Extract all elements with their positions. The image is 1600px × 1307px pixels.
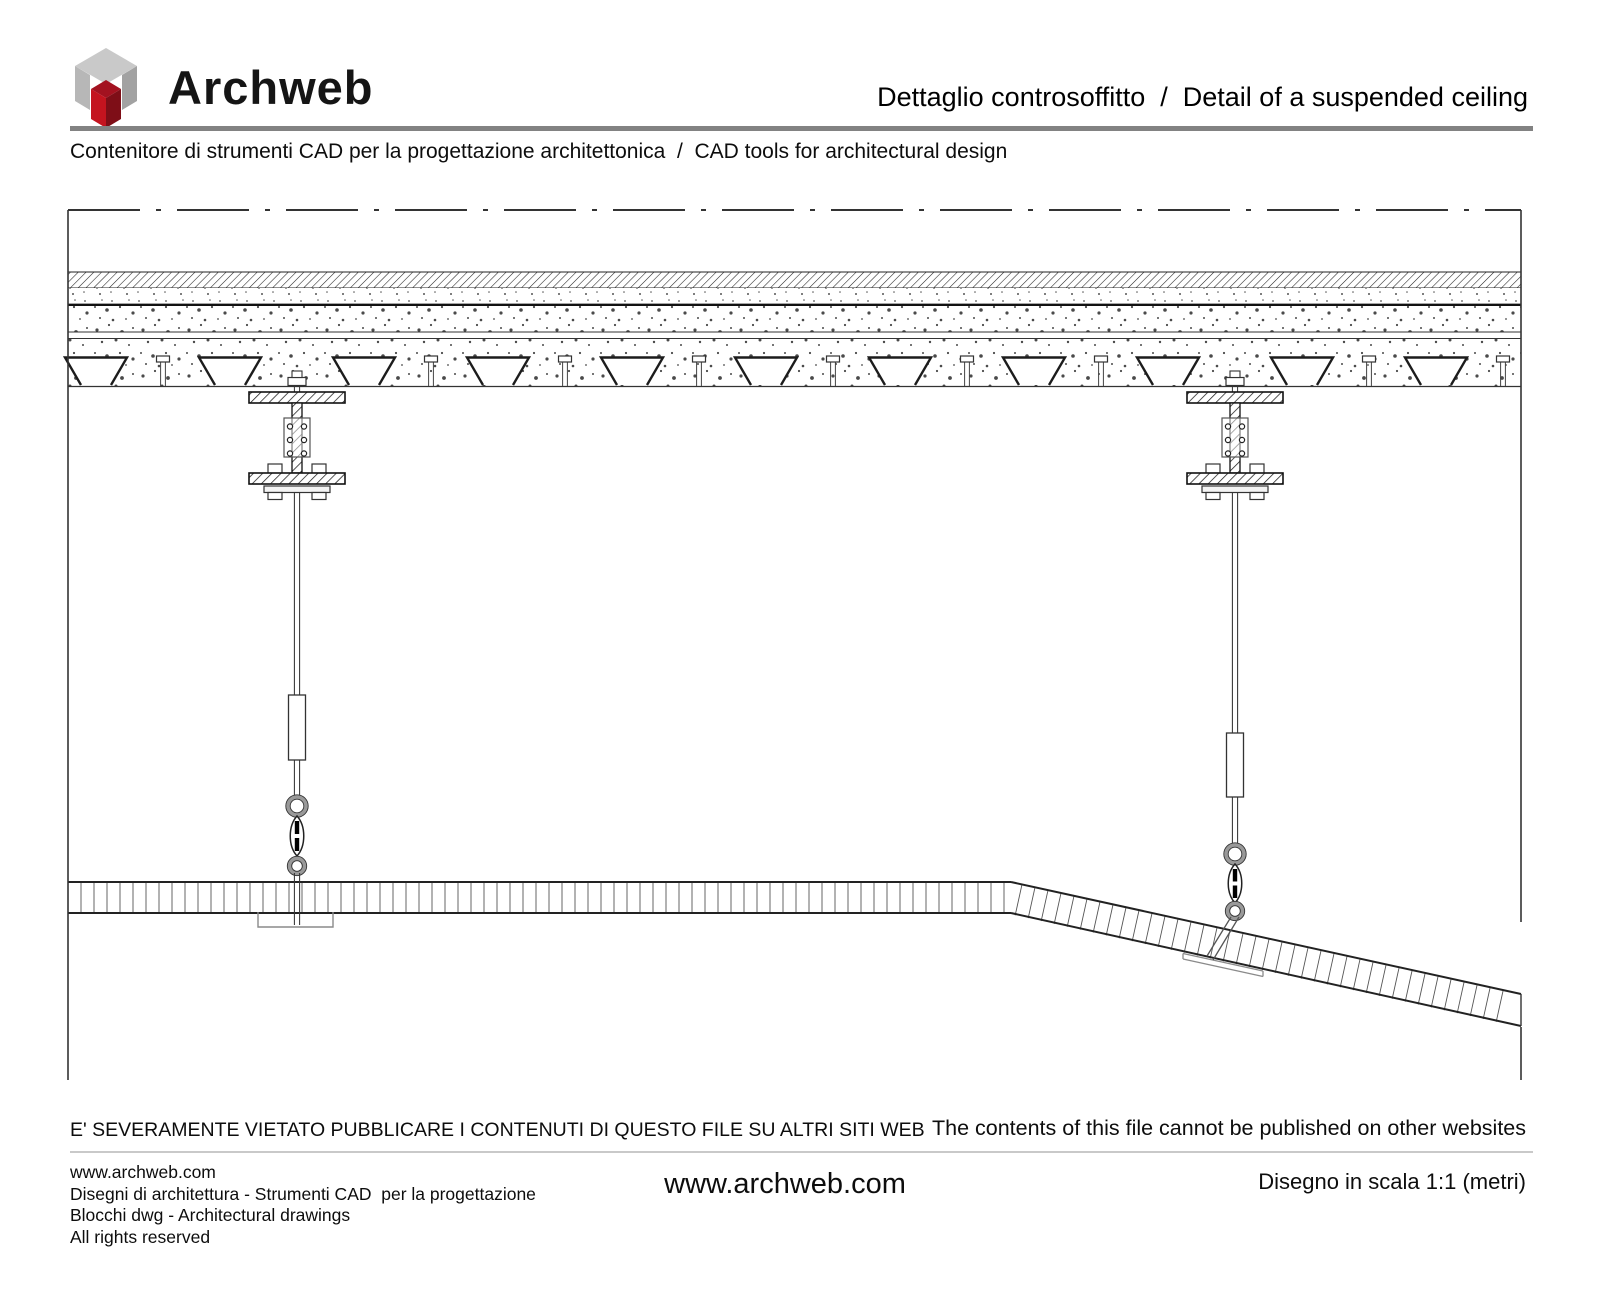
footer-rights: All rights reserved — [70, 1226, 211, 1247]
prohibition-notice-it: E' SEVERAMENTE VIETATO PUBBLICARE I CONT… — [70, 1119, 925, 1141]
logo-red-left — [91, 89, 106, 128]
page-title: Dettaglio controsoffitto / Detail of a s… — [877, 82, 1528, 112]
logo-top-face — [75, 48, 137, 84]
page-subtitle: Contenitore di strumenti CAD per la prog… — [70, 140, 1008, 163]
footer-center-site-url: www.archweb.com — [664, 1168, 906, 1200]
logo-right-face — [122, 66, 137, 110]
header-rule — [70, 126, 1533, 131]
footer-tagline-it: Disegni di architettura - Strumenti CAD … — [70, 1183, 536, 1204]
footer-divider — [70, 1151, 1533, 1153]
footer-info-block: www.archweb.com Disegni di architettura … — [70, 1162, 536, 1248]
archweb-cube-logo — [75, 46, 139, 132]
brand-wordmark: Archweb — [168, 61, 374, 114]
footer-site-url: www.archweb.com — [70, 1162, 216, 1182]
logo-left-face — [75, 66, 90, 110]
footer-scale-note: Disegno in scala 1:1 (metri) — [1258, 1169, 1526, 1194]
footer-tagline-en: Blocchi dwg - Architectural drawings — [70, 1205, 351, 1225]
prohibition-notice-en: The contents of this file cannot be publ… — [931, 1116, 1526, 1140]
logo-red-right — [106, 89, 121, 128]
